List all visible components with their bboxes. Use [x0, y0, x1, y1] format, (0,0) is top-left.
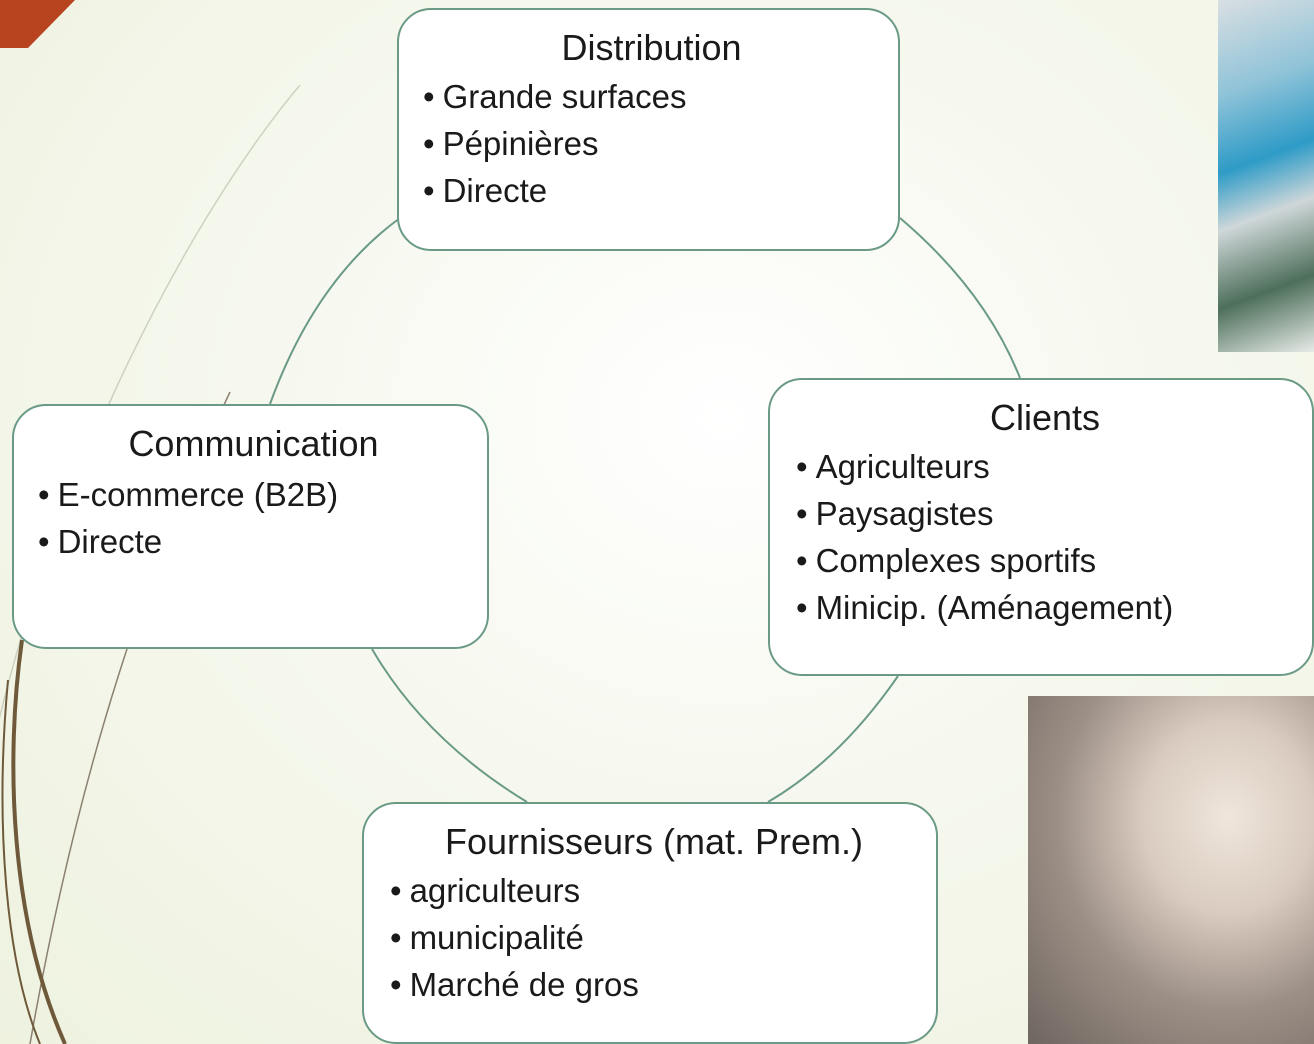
node-list-clients: Agriculteurs Paysagistes Complexes sport…: [796, 443, 1294, 631]
node-title-distribution: Distribution: [561, 27, 742, 68]
connector-communication-distribution: [269, 217, 401, 405]
node-list-communication: E-commerce (B2B) Directe: [38, 471, 469, 565]
node-distribution: Distribution Grande surfaces Pépinières …: [397, 8, 900, 251]
list-item: Grande surfaces: [423, 73, 880, 120]
node-title-communication: Communication: [128, 423, 379, 464]
product-photo-top: [1218, 0, 1314, 352]
list-item: Directe: [423, 167, 880, 214]
node-title-fournisseurs: Fournisseurs (mat. Prem.): [444, 821, 864, 862]
list-item: Paysagistes: [796, 490, 1294, 537]
node-title-clients: Clients: [989, 397, 1101, 438]
connector-fournisseurs-communication: [371, 648, 528, 803]
decor-line-thick-2: [1, 679, 41, 1044]
connector-clients-fournisseurs: [767, 675, 899, 803]
list-item: Agriculteurs: [796, 443, 1294, 490]
node-fournisseurs: Fournisseurs (mat. Prem.) agriculteurs m…: [362, 802, 938, 1044]
list-item: Complexes sportifs: [796, 537, 1294, 584]
node-list-fournisseurs: agriculteurs municipalité Marché de gros: [390, 867, 918, 1008]
list-item: Directe: [38, 518, 469, 565]
list-item: E-commerce (B2B): [38, 471, 469, 518]
decor-line-thick: [11, 639, 67, 1044]
node-communication: Communication E-commerce (B2B) Directe: [12, 404, 489, 649]
node-clients: Clients Agriculteurs Paysagistes Complex…: [768, 378, 1314, 676]
list-item: agriculteurs: [390, 867, 918, 914]
list-item: Minicip. (Aménagement): [796, 584, 1294, 631]
cycle-connectors: [269, 217, 1021, 803]
product-photo-bottom: [1028, 696, 1314, 1044]
corner-accent-shape: [0, 0, 75, 48]
list-item: Pépinières: [423, 120, 880, 167]
node-list-distribution: Grande surfaces Pépinières Directe: [423, 73, 880, 214]
decor-line-thin: [0, 84, 301, 720]
list-item: municipalité: [390, 914, 918, 961]
connector-distribution-clients: [899, 217, 1021, 379]
list-item: Marché de gros: [390, 961, 918, 1008]
